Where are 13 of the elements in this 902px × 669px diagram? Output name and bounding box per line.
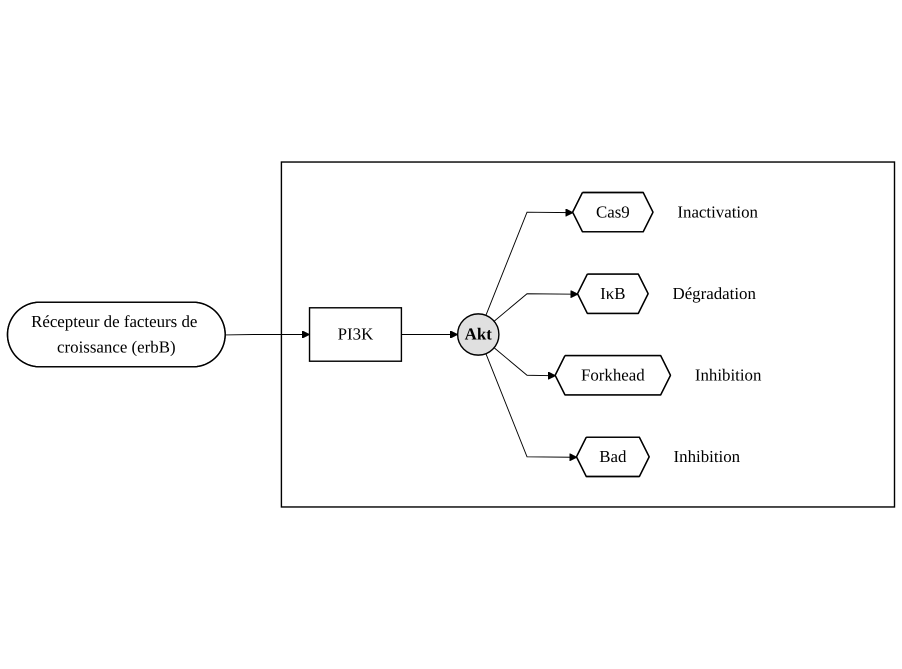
- cluster: [280, 161, 896, 508]
- arrow: [494, 347, 556, 380]
- node-label: Inhibition: [674, 446, 740, 466]
- node-label: Dégradation: [672, 284, 756, 303]
- node-label: Inactivation: [677, 202, 758, 222]
- arrow: [400, 330, 458, 339]
- arrow: [485, 353, 578, 462]
- node-box: PI3K: [308, 307, 402, 362]
- node-label: Inhibition: [694, 365, 762, 384]
- node-circle: Akt: [456, 313, 500, 356]
- arrow: [494, 290, 578, 322]
- arrow: [485, 208, 574, 316]
- arrow: [225, 330, 310, 339]
